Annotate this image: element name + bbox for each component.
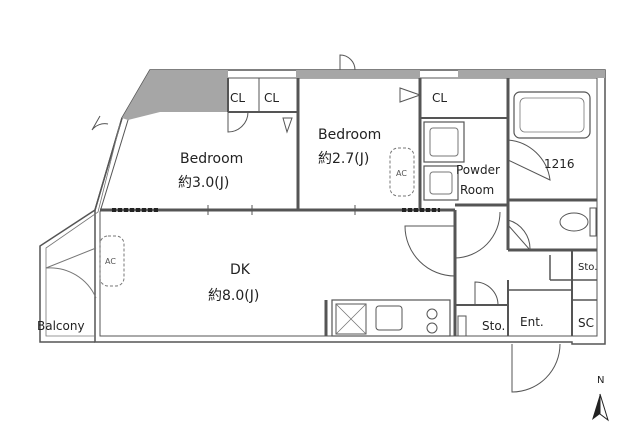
wall-fill-top-right bbox=[458, 70, 605, 78]
stove-burner-1 bbox=[426, 308, 438, 320]
washbasin-bowl bbox=[429, 171, 453, 195]
door-powder bbox=[454, 211, 501, 259]
kitchen-counter bbox=[331, 299, 451, 337]
bedroom2-name: Bedroom bbox=[318, 127, 381, 143]
door-dk-balcony bbox=[45, 247, 97, 299]
north-arrow-icon bbox=[592, 393, 609, 422]
door-cl-mid bbox=[282, 117, 293, 134]
dk-name: DK bbox=[230, 262, 251, 278]
outer-wall-inner bbox=[99, 77, 598, 337]
wall-fill-diagonal bbox=[122, 70, 228, 120]
kitchen-sink bbox=[375, 305, 403, 331]
washer-pan bbox=[423, 121, 465, 163]
bedroom2-size: 約2.7(J) bbox=[318, 151, 369, 167]
ac-label-dk: AC bbox=[105, 257, 116, 266]
shoe-closet-label: SC bbox=[578, 316, 594, 330]
door-sto-entrance bbox=[474, 281, 499, 306]
balcony-outline bbox=[39, 117, 123, 343]
door-cl-bedroom2 bbox=[399, 87, 422, 103]
door-balcony bbox=[91, 115, 109, 131]
powder-room-line2: Room bbox=[460, 183, 494, 197]
pillar bbox=[457, 315, 467, 337]
door-bath bbox=[507, 139, 551, 181]
compass-label: N bbox=[597, 375, 604, 386]
door-dk-hall bbox=[404, 225, 456, 277]
bathtub-inner bbox=[519, 97, 585, 133]
closet-label-1: CL bbox=[230, 91, 245, 105]
door-cl-bedroom1 bbox=[227, 111, 249, 133]
storage-toilet-label: Sto. bbox=[578, 262, 597, 273]
powder-room-line1: Powder bbox=[456, 163, 500, 177]
stove-burner-2 bbox=[426, 322, 438, 334]
bedroom1-name: Bedroom bbox=[180, 151, 243, 167]
door-entrance bbox=[511, 343, 561, 393]
entrance-label: Ent. bbox=[520, 315, 544, 329]
balcony-label: Balcony bbox=[37, 319, 85, 333]
washer-pan-inner bbox=[429, 127, 459, 157]
wall-fill-top-mid bbox=[296, 70, 420, 78]
door-toilet bbox=[507, 219, 531, 252]
fridge-space bbox=[335, 303, 367, 335]
washbasin bbox=[423, 165, 459, 201]
bath-label: 1216 bbox=[544, 157, 575, 171]
storage-entrance-label: Sto. bbox=[482, 319, 505, 333]
bedroom1-size: 約3.0(J) bbox=[178, 175, 229, 191]
fridge-cross-2 bbox=[335, 303, 367, 335]
ac-unit-bedroom2 bbox=[389, 147, 415, 197]
balcony-inner bbox=[45, 123, 121, 337]
toilet-tank bbox=[589, 207, 597, 237]
dk-size: 約8.0(J) bbox=[208, 288, 259, 304]
bathtub bbox=[513, 91, 591, 139]
toilet-bowl bbox=[559, 212, 589, 232]
closet-label-3: CL bbox=[432, 91, 447, 105]
closet-label-2: CL bbox=[264, 91, 279, 105]
door-bedroom2-top bbox=[339, 54, 356, 71]
ac-label-bedroom2: AC bbox=[396, 169, 407, 178]
ac-unit-dk bbox=[99, 235, 125, 287]
